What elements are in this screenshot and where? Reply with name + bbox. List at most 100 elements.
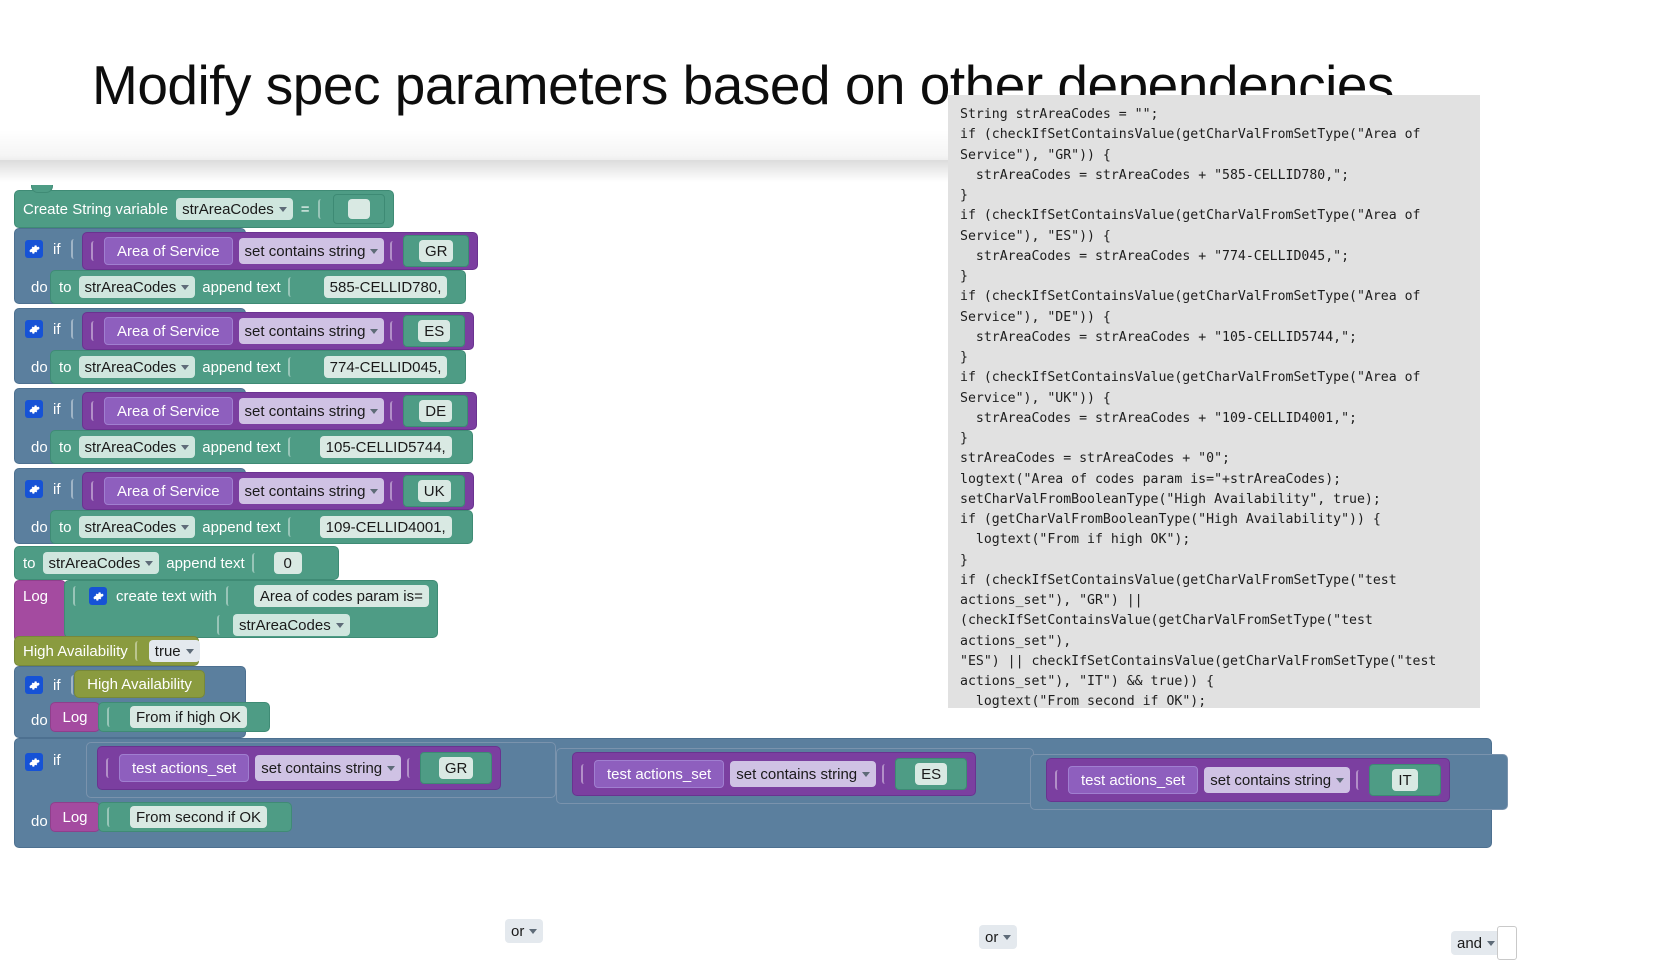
append-text-value[interactable]: 585-CELLID780, — [323, 276, 448, 298]
right-operand-value-es[interactable]: ES — [403, 315, 465, 347]
right-operand-value-uk[interactable]: UK — [403, 475, 465, 507]
chevron-down-icon — [181, 364, 190, 370]
joiner-dropdown-or-2[interactable]: or — [979, 925, 1018, 949]
boolean-dropdown-true[interactable]: true — [148, 640, 200, 662]
append-variable-dropdown[interactable]: strAreaCodes — [78, 276, 196, 298]
create-text-item-1[interactable]: Area of codes param is= — [253, 585, 429, 607]
chevron-down-icon — [1003, 934, 1012, 940]
condition-set-contains-gr[interactable]: Area of Service set contains string GR — [82, 232, 478, 270]
right-operand-value-gr[interactable]: GR — [420, 752, 492, 784]
gear-icon[interactable] — [25, 480, 43, 498]
if-label: if — [53, 240, 61, 258]
gear-icon[interactable] — [25, 676, 43, 694]
condition-high-availability-variable[interactable]: High Availability — [74, 670, 205, 698]
left-operand-test-actions-set[interactable]: test actions_set — [119, 754, 250, 782]
block-create-text-with[interactable]: create text with Area of codes param is=… — [64, 580, 438, 638]
left-operand-area-of-service[interactable]: Area of Service — [104, 477, 233, 505]
create-text-item-2-variable[interactable]: strAreaCodes — [233, 614, 350, 636]
joiner-label: and — [1457, 934, 1483, 952]
block-set-high-availability[interactable]: High Availability true — [14, 636, 200, 666]
action-append-text-774[interactable]: to strAreaCodes append text 774-CELLID04… — [50, 350, 466, 384]
create-variable-label: Create String variable — [23, 200, 169, 218]
empty-string-field[interactable] — [347, 199, 370, 219]
blockly-workspace[interactable]: Create String variable strAreaCodes = if… — [0, 185, 1517, 960]
chevron-down-icon — [278, 206, 287, 212]
append-variable-dropdown[interactable]: strAreaCodes — [78, 436, 196, 458]
append-text-value[interactable]: 109-CELLID4001, — [319, 516, 452, 538]
block-log-from-second-if[interactable]: Log — [50, 802, 100, 832]
append-variable-dropdown[interactable]: strAreaCodes — [78, 356, 196, 378]
left-operand-notch-icon — [91, 401, 98, 421]
right-operand-field[interactable]: ES — [418, 320, 451, 342]
right-operand-value-it[interactable]: IT — [1369, 764, 1441, 796]
operator-label: set contains string — [736, 765, 858, 783]
action-append-text-585[interactable]: to strAreaCodes append text 585-CELLID78… — [50, 270, 466, 304]
operator-dropdown-set-contains-string[interactable]: set contains string — [238, 318, 385, 344]
equals-label: = — [300, 200, 310, 218]
left-operand-test-actions-set[interactable]: test actions_set — [1068, 766, 1199, 794]
left-operand-notch-icon — [91, 481, 98, 501]
chevron-down-icon — [335, 622, 344, 628]
empty-string-value-slot[interactable] — [332, 194, 385, 224]
gear-icon[interactable] — [25, 400, 43, 418]
block-create-string-variable[interactable]: Create String variable strAreaCodes = — [14, 185, 394, 228]
append-variable-dropdown[interactable]: strAreaCodes — [42, 552, 160, 574]
compound-term-1-gr[interactable]: test actions_set set contains string GR — [97, 746, 501, 790]
block-log-create-text[interactable]: Log — [14, 580, 66, 642]
log-text-value[interactable]: From second if OK — [130, 806, 268, 828]
gear-icon[interactable] — [25, 753, 43, 771]
operator-dropdown-set-contains-string[interactable]: set contains string — [255, 755, 402, 781]
right-operand-notch-icon — [390, 481, 397, 501]
right-operand-field[interactable]: GR — [418, 240, 454, 262]
gear-icon[interactable] — [25, 240, 43, 258]
joiner-dropdown-and[interactable]: and — [1451, 931, 1502, 955]
append-variable-dropdown[interactable]: strAreaCodes — [78, 516, 196, 538]
operator-dropdown-set-contains-string[interactable]: set contains string — [238, 398, 385, 424]
log-text-value[interactable]: From if high OK — [130, 706, 248, 728]
to-label: to — [23, 554, 36, 572]
append-text-value[interactable]: 105-CELLID5744, — [319, 436, 452, 458]
right-operand-field[interactable]: IT — [1392, 769, 1418, 791]
compound-term-2-es[interactable]: test actions_set set contains string ES — [572, 752, 976, 796]
variable-dropdown-strareacodes[interactable]: strAreaCodes — [176, 198, 293, 220]
chevron-down-icon — [862, 771, 871, 777]
operator-dropdown-set-contains-string[interactable]: set contains string — [1204, 767, 1351, 793]
append-value-notch-icon — [287, 437, 295, 457]
operator-dropdown-set-contains-string[interactable]: set contains string — [730, 761, 877, 787]
right-operand-field[interactable]: UK — [417, 480, 451, 502]
block-top-connector — [31, 185, 53, 193]
condition-set-contains-es[interactable]: Area of Service set contains string ES — [82, 312, 474, 350]
trailing-true-slot[interactable] — [1497, 926, 1517, 960]
gear-icon[interactable] — [25, 320, 43, 338]
condition-set-contains-uk[interactable]: Area of Service set contains string UK — [82, 472, 474, 510]
chevron-down-icon — [529, 928, 538, 934]
right-operand-field[interactable]: DE — [419, 400, 453, 422]
gear-icon[interactable] — [89, 587, 107, 605]
log-text-from-if-high[interactable]: From if high OK — [98, 702, 270, 732]
append-text-value-zero[interactable]: 0 — [273, 552, 302, 574]
left-operand-test-actions-set[interactable]: test actions_set — [594, 760, 725, 788]
right-operand-value-de[interactable]: DE — [403, 395, 468, 427]
joiner-dropdown-or-1[interactable]: or — [505, 919, 544, 943]
log-text-from-second-if[interactable]: From second if OK — [98, 802, 292, 832]
append-text-value[interactable]: 774-CELLID045, — [323, 356, 448, 378]
append-value-notch-icon — [287, 277, 295, 297]
left-operand-area-of-service[interactable]: Area of Service — [104, 397, 233, 425]
do-label: do — [31, 711, 48, 729]
right-operand-value-es[interactable]: ES — [895, 758, 967, 790]
right-operand-value-gr[interactable]: GR — [403, 235, 469, 267]
right-operand-field[interactable]: ES — [915, 763, 948, 785]
operator-dropdown-set-contains-string[interactable]: set contains string — [238, 478, 385, 504]
block-log-from-if-high[interactable]: Log — [50, 702, 100, 732]
compound-term-3-it[interactable]: test actions_set set contains string IT — [1046, 758, 1450, 802]
left-operand-area-of-service[interactable]: Area of Service — [104, 317, 233, 345]
condition-set-contains-de[interactable]: Area of Service set contains string DE — [82, 392, 477, 430]
joiner-label: or — [985, 928, 999, 946]
right-operand-field[interactable]: GR — [438, 757, 474, 779]
action-append-text-zero[interactable]: to strAreaCodes append text 0 — [14, 546, 339, 580]
operator-dropdown-set-contains-string[interactable]: set contains string — [238, 238, 385, 264]
to-label: to — [59, 438, 72, 456]
left-operand-area-of-service[interactable]: Area of Service — [104, 237, 233, 265]
action-append-text-109[interactable]: to strAreaCodes append text 109-CELLID40… — [50, 510, 473, 544]
action-append-text-105[interactable]: to strAreaCodes append text 105-CELLID57… — [50, 430, 473, 464]
